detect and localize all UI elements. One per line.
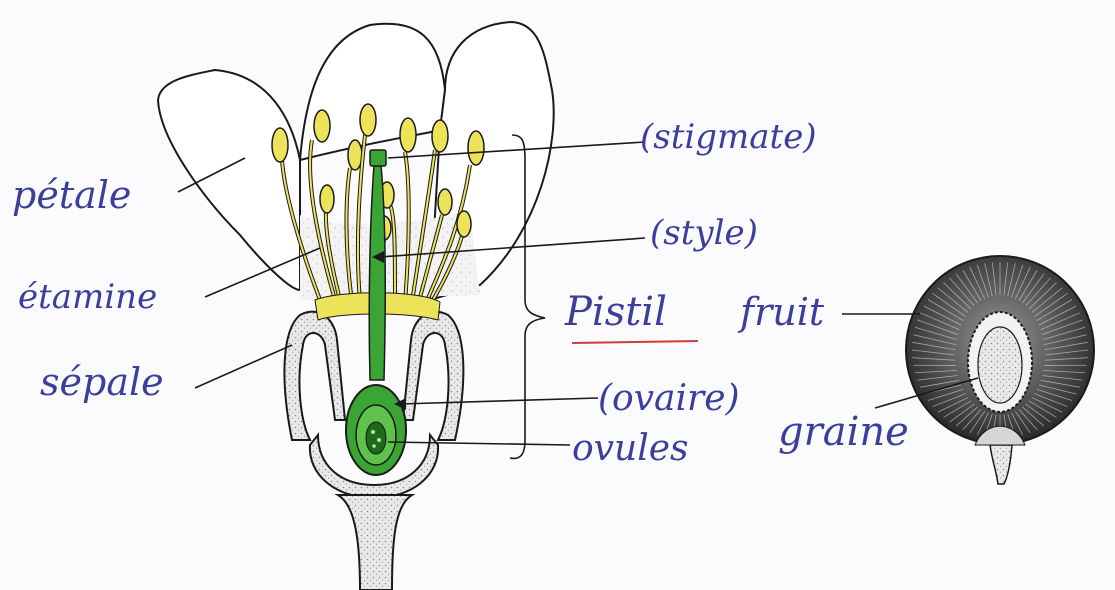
label-sepale: sépale [40,360,164,404]
label-ovaire: (ovaire) [598,378,740,419]
pistil-stigma [370,150,386,166]
label-style: (style) [650,213,758,253]
ovaire-pointer [400,398,598,404]
sepal-right [403,312,463,440]
label-stigmate: (stigmate) [640,117,817,157]
label-fruit: fruit [737,290,825,334]
sepale-pointer [195,345,292,388]
label-ovules: ovules [572,428,689,469]
fruit-drawing [906,256,1094,484]
pistil-style [369,165,385,380]
label-graine: graine [778,409,909,455]
pistil-underline [572,341,698,343]
label-pistil: Pistil [564,289,667,335]
seed [978,327,1022,403]
petal-left [158,70,300,290]
pistil-ovules [366,422,386,454]
fruit-stalk [990,445,1012,484]
ovules-pointer [388,442,570,445]
label-etamine: étamine [18,277,157,317]
label-petale: pétale [12,173,131,217]
pedicel [338,495,412,590]
sepal-left [284,312,345,440]
